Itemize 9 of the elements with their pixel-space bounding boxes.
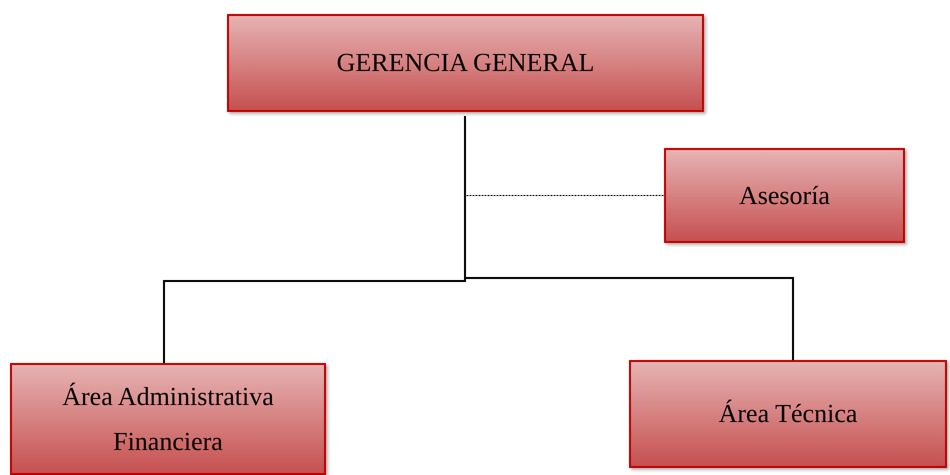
- org-box: [10, 363, 326, 475]
- box-label: Área Técnica: [718, 398, 858, 430]
- org-box: [664, 148, 905, 243]
- connector-line: [464, 116, 794, 360]
- box-label: Asesoría: [739, 180, 830, 212]
- box-label: GERENCIA GENERAL: [336, 47, 594, 80]
- box-label: Área Administrativa Financiera: [61, 380, 275, 458]
- org-box: [227, 14, 704, 112]
- org-box: [629, 360, 947, 468]
